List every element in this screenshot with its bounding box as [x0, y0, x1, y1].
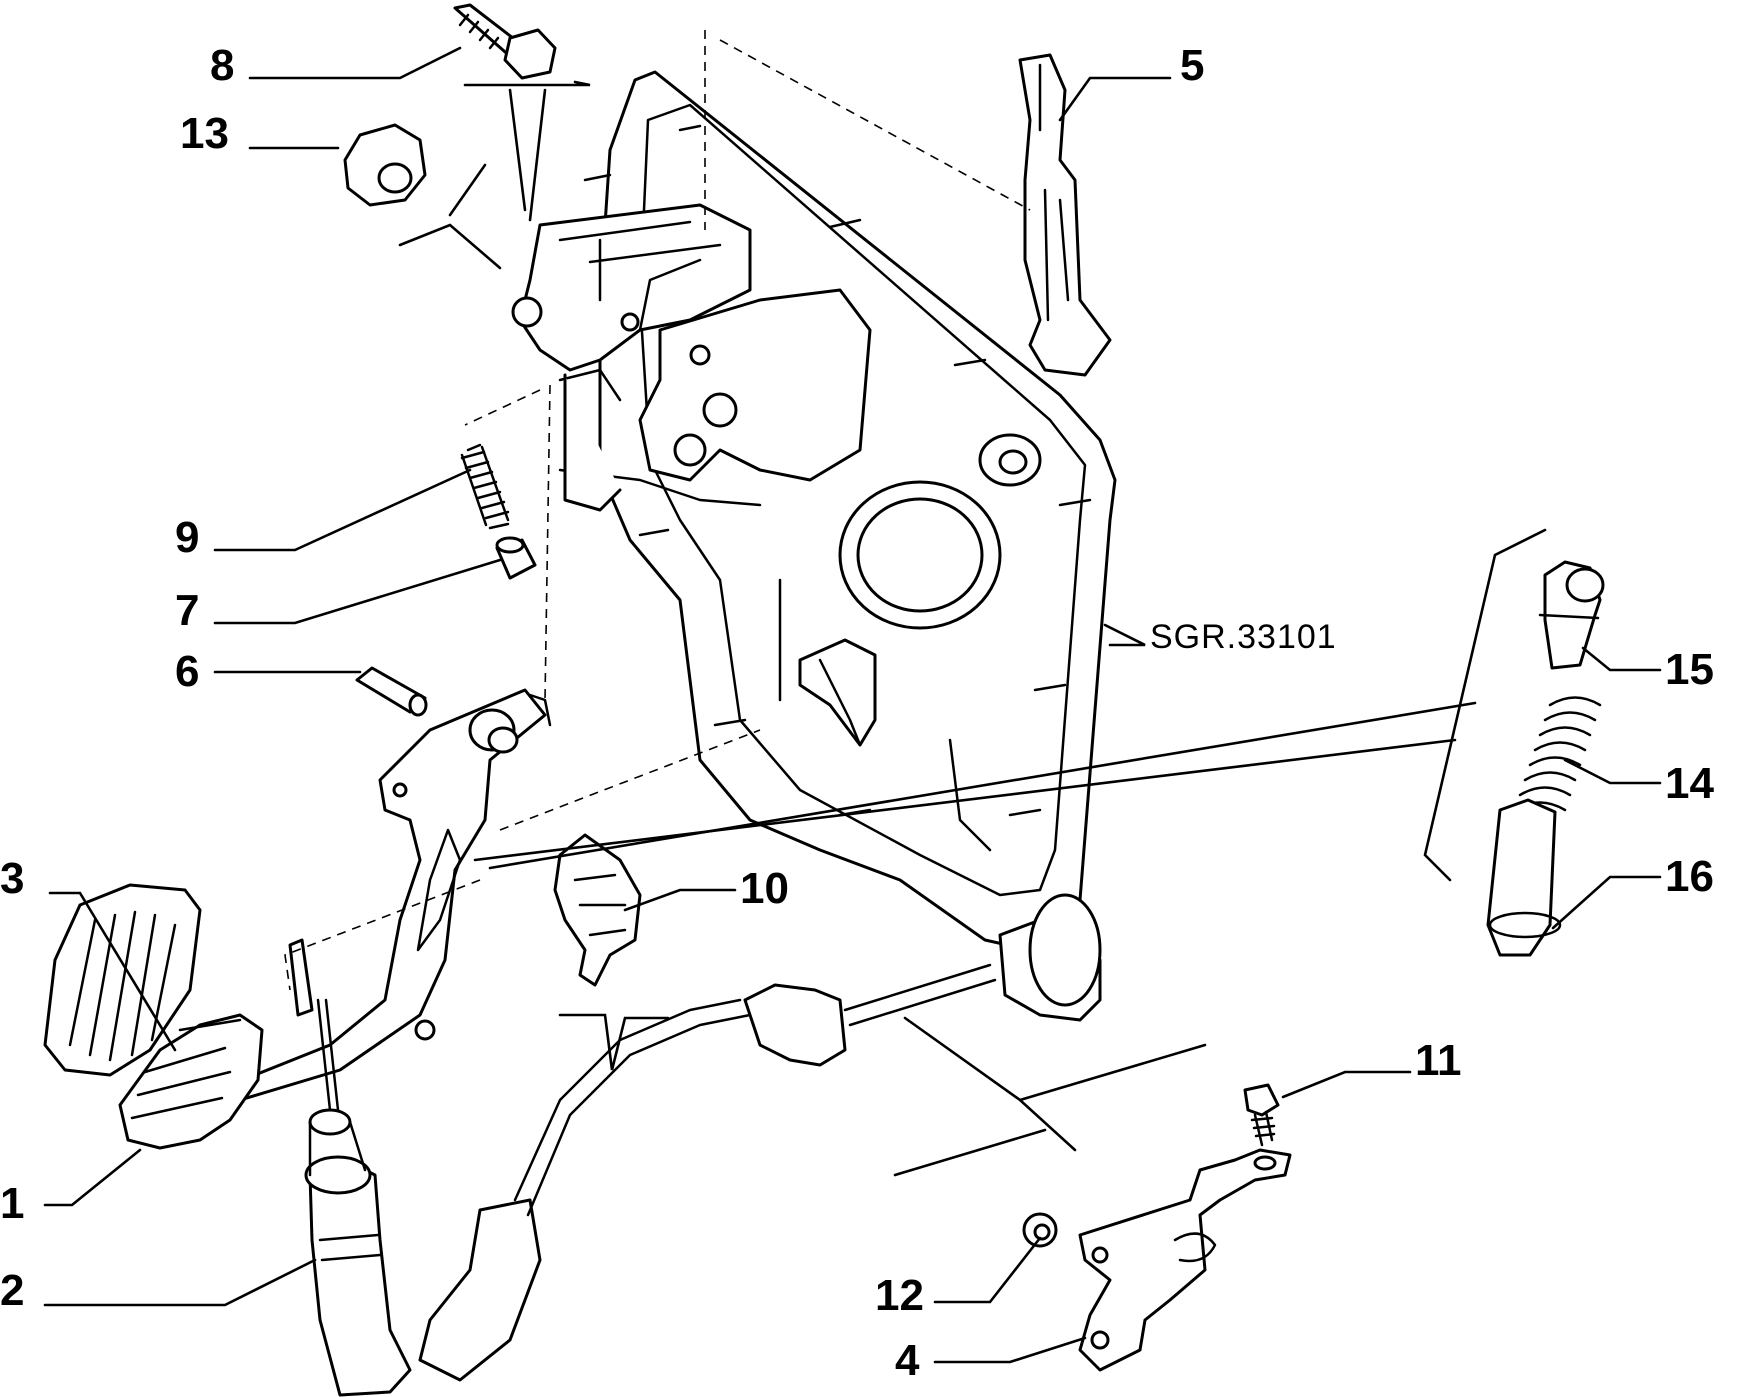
callout-5: 5 — [1180, 41, 1204, 90]
callout-15: 15 — [1665, 645, 1714, 694]
callout-6: 6 — [175, 647, 199, 696]
leader-lines — [43, 46, 1662, 1364]
callout-1: 1 — [0, 1179, 24, 1228]
grommet — [1022, 1212, 1058, 1248]
pedal-support-plate — [511, 70, 1117, 952]
callout-16: 16 — [1665, 852, 1714, 901]
clutch-cable — [418, 893, 1102, 1382]
clutch-pedal-pad — [118, 1013, 264, 1150]
cable-clip — [553, 833, 642, 987]
assembly-lines — [284, 30, 1031, 991]
switch-bracket — [1018, 53, 1112, 377]
spring-bushing — [495, 536, 537, 580]
return-spring — [460, 443, 510, 530]
callout-12: 12 — [875, 1271, 924, 1320]
callout-8: 8 — [210, 41, 234, 90]
callout-13: 13 — [180, 109, 229, 158]
callout-10: 10 — [740, 864, 789, 913]
callout-2: 2 — [0, 1266, 24, 1315]
mounting-bolt — [453, 3, 557, 80]
drawing-reference-code: SGR.33101 — [1150, 618, 1337, 656]
cable-bracket — [1078, 1148, 1292, 1372]
callout-4: 4 — [895, 1336, 920, 1385]
pivot-pin — [355, 666, 428, 717]
bracket-screw — [1243, 1083, 1280, 1147]
callout-labels: 1 2 3 4 5 6 7 8 9 10 11 12 13 14 15 16 S… — [0, 41, 1714, 1385]
lock-nut — [343, 123, 427, 207]
callout-14: 14 — [1665, 759, 1714, 808]
push-rod-assembly — [1486, 560, 1605, 957]
callout-9: 9 — [175, 513, 199, 562]
callout-3: 3 — [0, 854, 24, 903]
master-cylinder — [288, 938, 412, 1397]
callout-11: 11 — [1415, 1036, 1462, 1085]
callout-7: 7 — [175, 586, 199, 635]
